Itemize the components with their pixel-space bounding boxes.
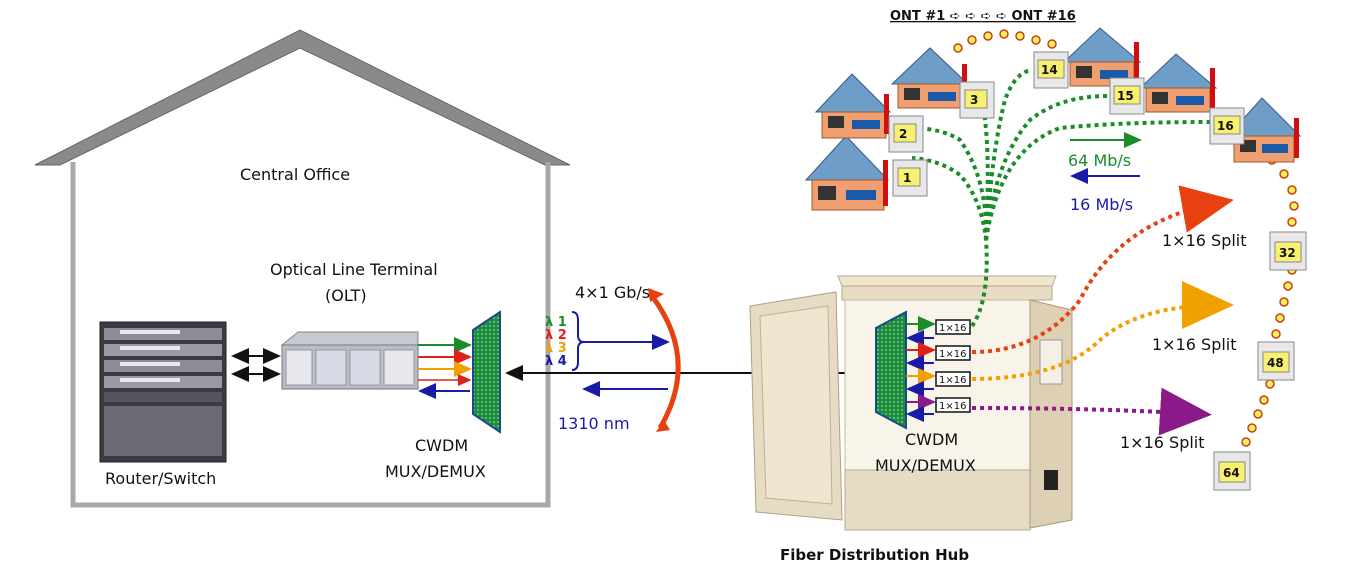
splitter-box-purple: 1×16 — [935, 397, 971, 413]
fiber-to-ont-2 — [917, 126, 989, 241]
split-label-orange: 1×16 Split — [1152, 335, 1237, 354]
olt-label-line2: (OLT) — [325, 286, 367, 305]
ont-box-14: 14 — [1033, 51, 1069, 89]
fiber-to-ont-16 — [984, 120, 1211, 241]
fiber-to-ont-15 — [984, 94, 1109, 241]
ont-range-header: ONT #1 ➪ ➪ ➪ ➪ ONT #16 — [890, 9, 1076, 24]
ont-box-48-label: 48 — [1267, 356, 1284, 370]
olt-chassis-icon — [280, 331, 419, 390]
split-fiber-orange — [971, 281, 1234, 381]
splitter-box-purple-label: 1×16 — [939, 401, 966, 412]
fiber-hub-label: Fiber Distribution Hub — [780, 546, 969, 564]
split-fiber-red — [971, 185, 1234, 354]
ont-box-1-label: 1 — [903, 171, 911, 185]
downstream-rate-label: 64 Mb/s — [1068, 151, 1131, 170]
central-office-building — [34, 29, 571, 508]
bidirectional-curve-icon — [649, 294, 681, 430]
ont-box-2: 2 — [888, 115, 924, 153]
fiber-to-ont-14 — [984, 68, 1033, 241]
lambda-label-4: λ 4 — [545, 354, 567, 369]
ont-box-14-label: 14 — [1041, 63, 1058, 77]
cwdm-left-label-line2: MUX/DEMUX — [385, 462, 486, 481]
split-fiber-purple — [971, 387, 1212, 436]
splitter-box-red-label: 1×16 — [939, 349, 966, 360]
house-ont-2 — [814, 73, 892, 139]
curve-arrowhead-bottom — [656, 420, 670, 432]
ont-box-15-label: 15 — [1117, 89, 1134, 103]
ont-box-16: 16 — [1209, 107, 1245, 145]
rate-4x1-label: 4×1 Gb/s — [575, 283, 650, 302]
router-switch-label: Router/Switch — [105, 469, 216, 488]
cwdm-left-label-line1: CWDM — [415, 436, 468, 455]
house-ont-3 — [890, 47, 970, 109]
house-ont-16a — [1138, 53, 1218, 113]
central-office-label: Central Office — [240, 165, 350, 184]
splitter-box-green-label: 1×16 — [939, 323, 966, 334]
lambda-label-2: λ 2 — [545, 328, 567, 343]
router-switch-icon — [99, 321, 227, 463]
ont-box-64: 64 — [1213, 451, 1251, 491]
wavelength-1310-label: 1310 nm — [558, 414, 630, 433]
splitter-box-red: 1×16 — [935, 345, 971, 361]
lambda-label-1: λ 1 — [545, 315, 567, 330]
cwdm-left-mux-icon — [472, 310, 501, 434]
ont-box-2-label: 2 — [899, 127, 907, 141]
splitter-box-green: 1×16 — [935, 319, 971, 335]
ont-box-15: 15 — [1109, 77, 1145, 115]
cwdm-right-label-line1: CWDM — [905, 430, 958, 449]
ont-box-48: 48 — [1257, 341, 1295, 381]
fiber-to-ont-1 — [911, 156, 989, 328]
ont-box-32-label: 32 — [1279, 246, 1296, 260]
split-label-red: 1×16 Split — [1162, 231, 1247, 250]
upstream-rate-label: 16 Mb/s — [1070, 195, 1133, 214]
lambda-label-3: λ 3 — [545, 341, 567, 356]
cwdm-right-mux-icon — [875, 310, 907, 430]
cwdm-right-label-line2: MUX/DEMUX — [875, 456, 976, 475]
split-label-purple: 1×16 Split — [1120, 433, 1205, 452]
ont-box-32: 32 — [1269, 231, 1307, 271]
ont-box-3: 3 — [959, 81, 995, 119]
house-ont-15 — [1062, 27, 1142, 87]
ont-box-3-label: 3 — [970, 93, 978, 107]
ont-box-1: 1 — [892, 159, 928, 197]
olt-label-line1: Optical Line Terminal — [270, 260, 438, 279]
curve-arrowhead-top — [648, 288, 664, 302]
splitter-box-orange: 1×16 — [935, 371, 971, 387]
ont-box-64-label: 64 — [1223, 466, 1240, 480]
lambda-brace — [571, 311, 585, 371]
ont-box-16-label: 16 — [1217, 119, 1234, 133]
splitter-box-orange-label: 1×16 — [939, 375, 966, 386]
house-ont-1 — [804, 135, 890, 211]
